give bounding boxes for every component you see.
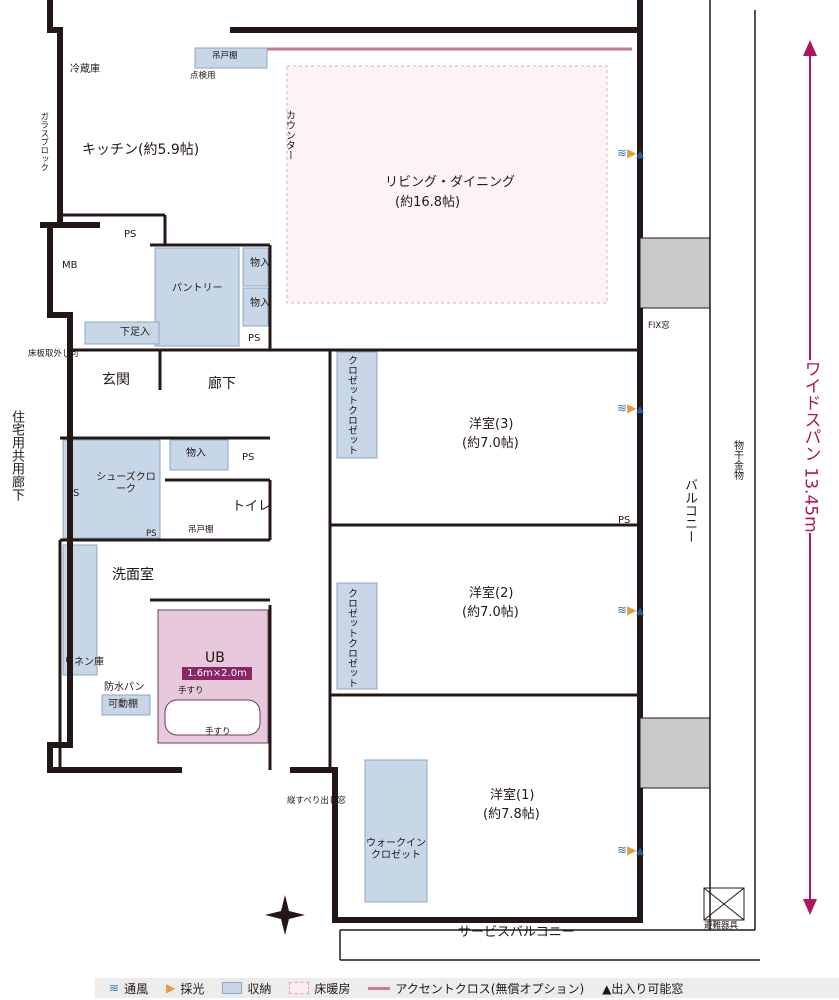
shoe-rack-label: 下足入: [120, 327, 150, 338]
handrail-label-1: 手すり: [178, 686, 204, 696]
storage-b-fill: [242, 287, 269, 327]
wide-span-label: ワイドスパン 13.45m: [800, 360, 821, 533]
evacuation-label: 避難器具: [704, 921, 739, 931]
toilet-label: トイレ: [232, 499, 272, 514]
ventilation-marker-4: ≋▶▲: [617, 843, 644, 857]
inspection-label: 点検用: [190, 71, 216, 81]
closet-label-1: クロゼット: [345, 355, 357, 405]
storage-label-b: 物入: [250, 298, 270, 309]
storage-a-fill: [242, 247, 269, 287]
legend-floor-heating: 床暖房: [289, 980, 350, 997]
glass-block-label: ガラスブロック: [38, 112, 49, 172]
legend: ≋通風 ▶採光 収納 床暖房 アクセントクロス(無償オプション) ▲出入り可能窓: [95, 978, 839, 998]
pantry-fill: [154, 247, 240, 347]
walkin-fill: [364, 759, 428, 903]
column-a: [639, 237, 711, 309]
compass-icon: [265, 895, 305, 935]
ub-size-tag: 1.6m×2.0m: [182, 667, 252, 680]
western3-size: (約7.0帖): [462, 436, 519, 451]
evacuation-box: [703, 887, 745, 921]
pantry-label: パントリー: [172, 283, 223, 294]
kitchen-label: キッチン(約5.9帖): [82, 142, 200, 158]
ps-label-1: PS: [124, 229, 137, 240]
slide-window-label: 縦すべり出し窓: [287, 796, 346, 806]
ventilation-marker-2: ≋▶▲: [617, 401, 644, 415]
legend-lighting: ▶採光: [166, 981, 205, 996]
legend-ventilation: ≋通風: [109, 981, 149, 996]
shoe-rack-fill: [84, 321, 160, 345]
floor-panel-label: 床板取外し可: [28, 349, 80, 359]
movable-shelf-label: 可動棚: [108, 699, 138, 710]
entrance-label: 玄関: [102, 372, 130, 388]
living-label: リビング・ダイニング: [385, 175, 516, 190]
hanging-shelf-fill: [194, 47, 268, 69]
linen-label: リネン庫: [64, 657, 104, 668]
bathtub: [164, 699, 261, 736]
column-b: [639, 717, 711, 789]
western3-label: 洋室(3): [469, 417, 514, 432]
western1-size: (約7.8帖): [483, 807, 540, 822]
closet3-fill: [336, 351, 378, 459]
balcony-rail: [339, 0, 760, 961]
light-icon: ▶: [166, 981, 176, 995]
refrigerator-label: 冷蔵庫: [70, 64, 100, 75]
shoes-cloak-fill: [62, 439, 161, 539]
legend-storage: 収納: [222, 980, 271, 997]
movable-shelf-fill: [101, 694, 151, 716]
shoes-cloak-label: シューズクローク: [96, 472, 156, 495]
walls: [40, 0, 643, 923]
counter-label: カウンター: [283, 110, 295, 160]
service-balcony-label: サービスバルコニー: [458, 925, 575, 940]
floor-heating-area: [286, 65, 608, 304]
legend-access-window: ▲出入り可能窓: [602, 981, 684, 996]
storage-c-fill: [169, 439, 229, 471]
storage-label-c: 物入: [186, 448, 206, 459]
fix-window-label: FIX窓: [648, 321, 670, 331]
wind-icon: ≋: [109, 981, 120, 995]
ub-label: UB: [205, 650, 225, 666]
legend-accent: アクセントクロス(無償オプション): [368, 980, 584, 997]
closet-label-4: クロゼット: [345, 638, 357, 688]
western2-size: (約7.0帖): [462, 605, 519, 620]
interior-walls: [58, 213, 640, 770]
common-corridor-label: 住宅用共用廊下: [8, 410, 24, 501]
closet-label-2: クロゼット: [345, 405, 357, 455]
ps-label-4: PS: [67, 488, 80, 499]
ps-label-3: PS: [242, 452, 255, 463]
closet-label-3: クロゼット: [345, 588, 357, 638]
drying-label: 物干金物: [731, 440, 743, 480]
mb-label: MB: [62, 260, 78, 271]
waterproof-pan-label: 防水パン: [104, 682, 145, 693]
closet2-fill: [336, 582, 378, 690]
washroom-label: 洗面室: [112, 567, 154, 583]
ps-label-2: PS: [248, 333, 261, 344]
hanging-shelf-toilet-label: 吊戸棚: [188, 525, 214, 535]
handrail-label-2: 手すり: [205, 727, 231, 737]
storage-label-a: 物入: [250, 258, 270, 269]
living-size: (約16.8帖): [395, 195, 461, 210]
ventilation-marker-3: ≋▶▲: [617, 603, 644, 617]
balcony-label: バルコニー: [681, 478, 697, 543]
western2-label: 洋室(2): [469, 586, 514, 601]
hanging-shelf-label: 吊戸棚: [212, 51, 238, 61]
ventilation-marker-1: ≋▶▲: [617, 146, 644, 160]
ps-label-6: PS: [618, 515, 631, 526]
corridor-label: 廊下: [208, 376, 236, 392]
western1-label: 洋室(1): [490, 788, 535, 803]
walkin-label: ウォークイン クロゼット: [366, 838, 426, 861]
ps-label-5: PS: [146, 529, 157, 539]
